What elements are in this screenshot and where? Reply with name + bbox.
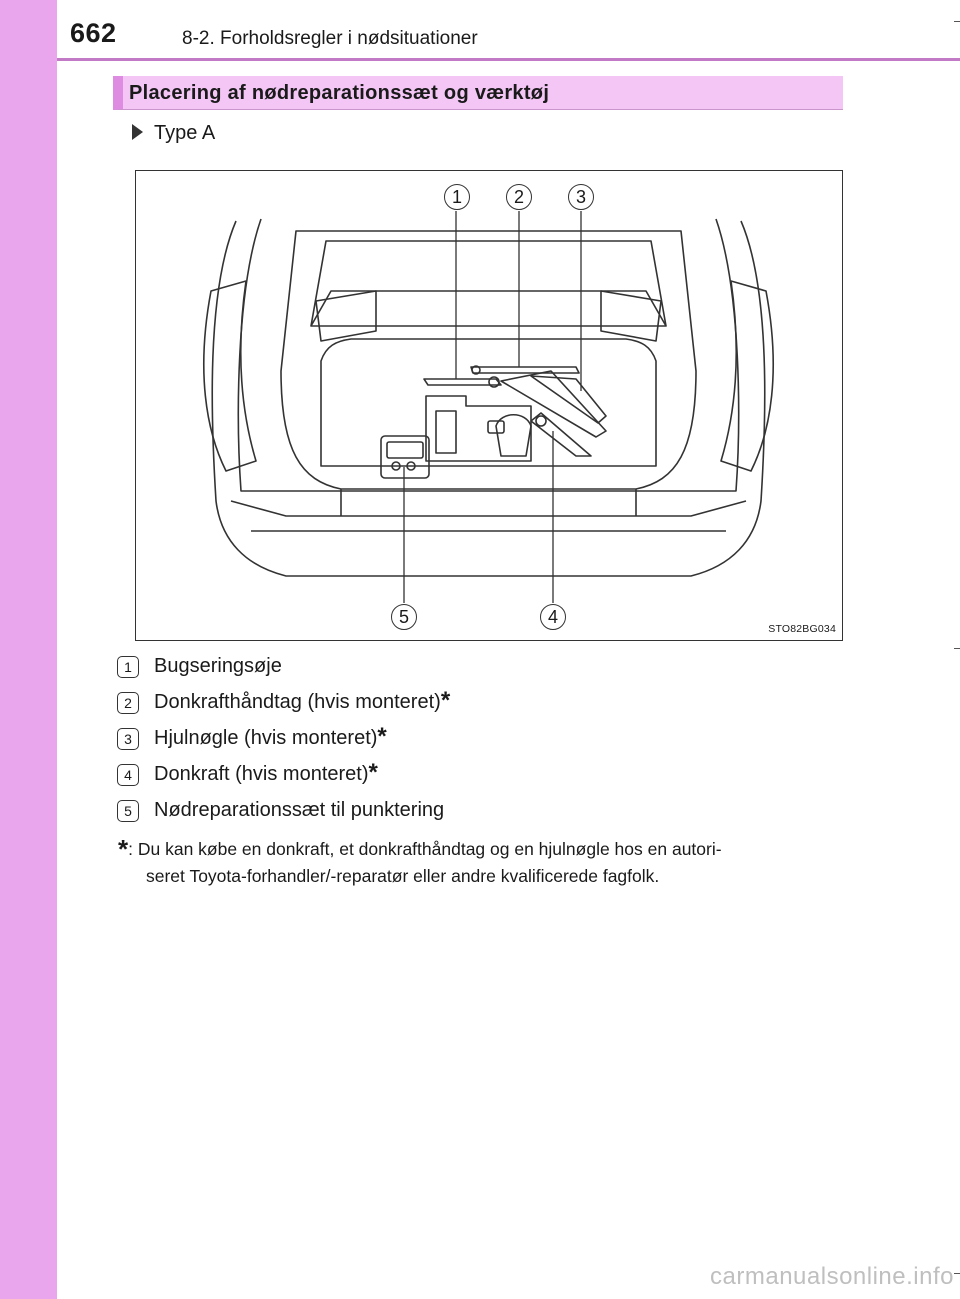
callout-2-number: 2 bbox=[514, 187, 524, 208]
legend-item: 2 Donkrafthåndtag (hvis monteret)* bbox=[117, 691, 450, 714]
callout-2: 2 bbox=[506, 184, 532, 210]
footnote-line-1: : Du kan købe en donkraft, et donkrafthå… bbox=[128, 839, 721, 859]
footnote-line-2: seret Toyota-forhandler/-reparatør eller… bbox=[118, 863, 722, 890]
legend-number-box: 3 bbox=[117, 728, 139, 750]
legend-number-box: 1 bbox=[117, 656, 139, 678]
trunk-illustration: 1 2 3 4 5 STO82BG034 bbox=[135, 170, 843, 641]
footnote-star: * bbox=[118, 834, 128, 864]
crop-mark bbox=[954, 21, 960, 22]
legend-item: 1 Bugseringsøje bbox=[117, 655, 282, 678]
page-number: 662 bbox=[70, 18, 117, 49]
callout-3: 3 bbox=[568, 184, 594, 210]
callout-4-number: 4 bbox=[548, 607, 558, 628]
callout-5-number: 5 bbox=[399, 607, 409, 628]
subsection-label: Type A bbox=[132, 122, 215, 145]
legend-number-box: 5 bbox=[117, 800, 139, 822]
callout-4: 4 bbox=[540, 604, 566, 630]
section-heading-text: Placering af nødreparationssæt og værktø… bbox=[129, 82, 549, 105]
legend-text: Hjulnøgle (hvis monteret) bbox=[154, 727, 377, 750]
crop-mark bbox=[954, 1273, 960, 1274]
trunk-drawing bbox=[136, 171, 842, 640]
legend-text: Donkraft (hvis monteret) bbox=[154, 763, 369, 786]
watermark: carmanualsonline.info bbox=[710, 1263, 954, 1291]
header-rule bbox=[57, 58, 960, 61]
footnote: *: Du kan købe en donkraft, et donkrafth… bbox=[118, 836, 722, 890]
crop-mark bbox=[954, 648, 960, 649]
callout-5: 5 bbox=[391, 604, 417, 630]
legend-item: 3 Hjulnøgle (hvis monteret)* bbox=[117, 727, 387, 750]
section-heading: Placering af nødreparationssæt og værktø… bbox=[113, 76, 843, 110]
legend-item: 5 Nødreparationssæt til punktering bbox=[117, 799, 444, 822]
callout-1: 1 bbox=[444, 184, 470, 210]
callout-1-number: 1 bbox=[452, 187, 462, 208]
legend-text: Bugseringsøje bbox=[154, 655, 282, 678]
legend-text: Nødreparationssæt til punktering bbox=[154, 799, 444, 822]
legend-number-box: 4 bbox=[117, 764, 139, 786]
legend-item: 4 Donkraft (hvis monteret)* bbox=[117, 763, 378, 786]
callout-3-number: 3 bbox=[576, 187, 586, 208]
chapter-title: 8-2. Forholdsregler i nødsituationer bbox=[182, 28, 478, 50]
legend-text: Donkrafthåndtag (hvis monteret) bbox=[154, 691, 441, 714]
legend-number-box: 2 bbox=[117, 692, 139, 714]
subsection-label-text: Type A bbox=[154, 122, 215, 144]
figure-code: STO82BG034 bbox=[768, 623, 836, 635]
triangle-bullet-icon bbox=[132, 124, 143, 140]
page-side-tab bbox=[0, 0, 57, 1299]
